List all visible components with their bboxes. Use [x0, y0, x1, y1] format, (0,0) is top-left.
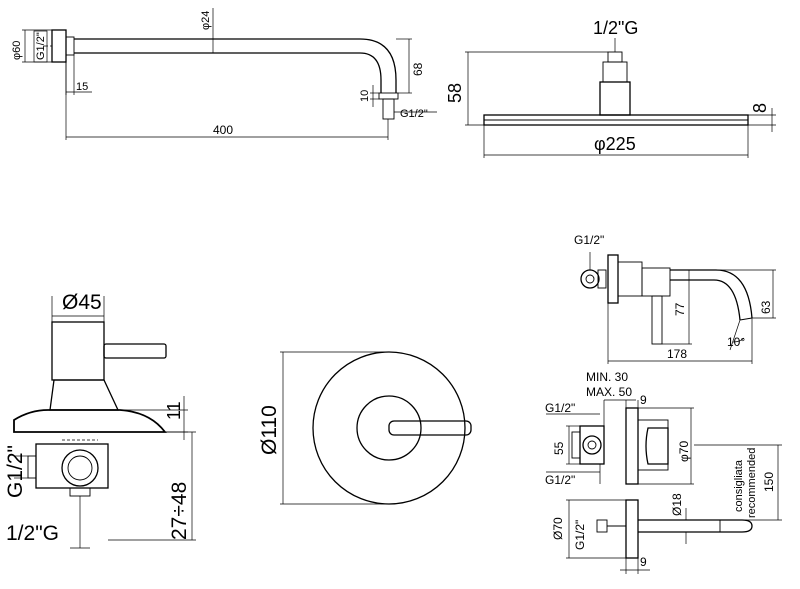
mixer-side-outlet [61, 449, 99, 487]
mixer-front-handle [356, 395, 422, 461]
arm-outlet-thread [382, 98, 395, 120]
mixer-handle-dia-label: Ø45 [62, 291, 102, 314]
arm-drop-label: 10 [359, 90, 371, 102]
arm-flange-nut [65, 36, 75, 56]
spout-length-label: 178 [667, 347, 687, 361]
spout-bottom-view: Ø70 G1/2" Ø18 9 [551, 493, 753, 574]
spout-inlet [580, 269, 600, 289]
arm-pipe-dia-label: φ24 [200, 11, 212, 30]
arm-dia-flange-label: φ60 [11, 41, 23, 60]
plan-inlet [582, 435, 602, 455]
mixer-bottom-thread-label: 1/2"G [6, 522, 59, 545]
head-swivel [599, 81, 631, 116]
spout-side-thread-label: G1/2" [574, 233, 604, 247]
mixer-depth-range-label: 27÷48 [168, 482, 191, 540]
arm-wall-flange [51, 29, 67, 63]
arm-height-label: 68 [411, 62, 425, 76]
head-thickness-label: 8 [750, 103, 770, 113]
spout-tube-bottom [670, 279, 741, 321]
shower-head-view: 1/2"G 58 8 φ225 [445, 18, 776, 158]
shower-arm-view: φ60 G1/2" φ24 15 68 10 G1/2" 400 [11, 8, 437, 140]
spout-plan-view: MIN. 30 MAX. 50 G1/2" 9 55 G1/2" φ70 con… [545, 370, 782, 521]
plan-dim-55-label: 55 [552, 441, 566, 455]
bottom-spout [638, 519, 753, 533]
spout-plate [607, 254, 619, 304]
mixer-bottom-thread [69, 487, 91, 497]
mixer-side-thread-label: G1/2" [4, 445, 27, 498]
spout-body [617, 261, 643, 297]
bottom-dim-9-label: 9 [640, 555, 647, 569]
mixer-lever [103, 343, 167, 359]
spout-angle-label: 10° [727, 335, 745, 349]
bottom-thread-label: G1/2" [573, 520, 587, 550]
mixer-front-view: Ø110 [258, 351, 472, 505]
head-thread-label: 1/2"G [593, 18, 638, 38]
plan-height-150-label: 150 [762, 472, 776, 492]
arm-outlet-thread-label: G1/2" [400, 108, 428, 120]
arm-bend-outer [359, 38, 397, 93]
head-thread [607, 51, 623, 63]
plan-thread-top-label: G1/2" [545, 401, 575, 415]
mixer-side-thread [27, 455, 37, 479]
plan-recommended-en-label: recommended [746, 448, 758, 518]
plan-cap [645, 427, 669, 465]
plan-plate [625, 407, 639, 485]
bottom-plate [625, 499, 639, 559]
spout-side-view: G1/2" 77 63 10° 178 [574, 233, 776, 364]
arm-bend-inner [359, 52, 382, 93]
mixer-body [35, 443, 109, 489]
plan-recommended-it-label: consigliata [733, 459, 745, 512]
mixer-neck [49, 379, 120, 411]
plan-max-label: MAX. 50 [586, 385, 632, 399]
arm-outlet-nut [378, 92, 399, 100]
spout-handle [641, 267, 671, 297]
spout-height-63-label: 63 [759, 300, 773, 314]
head-height-label: 58 [445, 83, 465, 103]
plan-min-label: MIN. 30 [586, 370, 628, 384]
arm-length-label: 400 [213, 123, 233, 137]
bottom-dia-18-label: Ø18 [670, 493, 684, 516]
mixer-wall-plate [13, 409, 167, 433]
arm-depth-label: 15 [76, 81, 88, 93]
arm-thread-label: G1/2" [35, 32, 47, 60]
mixer-side-view: Ø45 11 G1/2" 1/2"G 27÷48 [4, 291, 196, 549]
spout-height-77-label: 77 [673, 302, 687, 316]
spout-lever [651, 295, 663, 345]
mixer-dim-11-label: 11 [164, 401, 184, 420]
plan-dia-70-label: φ70 [677, 441, 691, 462]
mixer-plate-dia-label: Ø110 [258, 405, 281, 455]
mixer-handle-body [51, 321, 105, 381]
plan-dim-9-label: 9 [640, 393, 647, 407]
mixer-front-lever [388, 420, 472, 436]
head-diameter-label: φ225 [594, 134, 636, 154]
plan-thread-bottom-label: G1/2" [545, 473, 575, 487]
head-connector [602, 61, 628, 83]
bottom-dia-70-label: Ø70 [551, 517, 565, 540]
bottom-thread [596, 519, 608, 533]
